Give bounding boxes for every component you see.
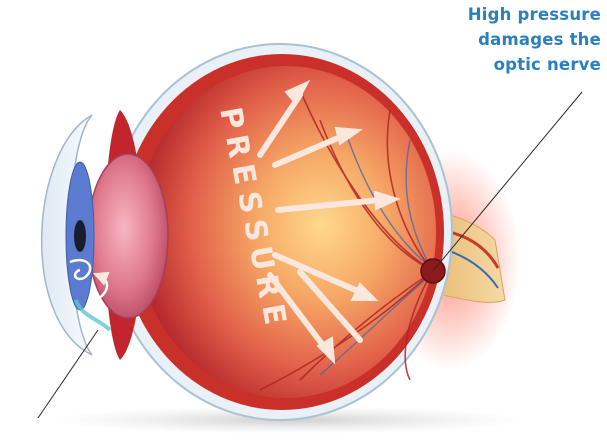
callout-line: High pressure [441,2,601,27]
callout-text: High pressure damages the optic nerve [441,2,601,77]
callout-line: damages the [441,27,601,52]
pupil [74,220,86,252]
callout-line: optic nerve [441,52,601,77]
lens [88,154,168,318]
drainage-leader-line [38,330,98,418]
